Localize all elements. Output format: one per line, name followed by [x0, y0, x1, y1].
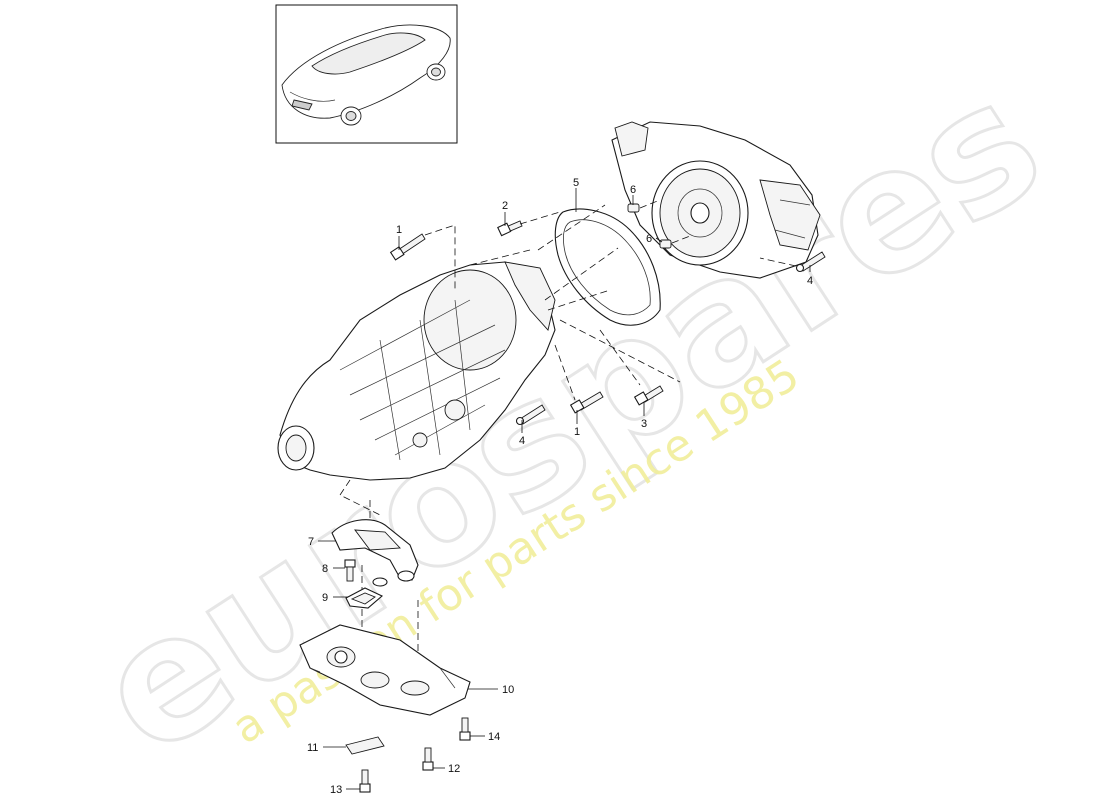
callout-8: 8	[322, 563, 328, 575]
bolt-2	[497, 220, 523, 237]
transmission-case	[277, 261, 556, 481]
callout-5: 5	[573, 177, 579, 189]
bolt-3	[633, 385, 664, 406]
bolt-1-lower	[569, 391, 604, 414]
callout-6-upper: 6	[630, 184, 636, 196]
callout-1-lower: 1	[574, 426, 580, 438]
callout-leaders	[318, 188, 811, 790]
clip	[345, 736, 385, 755]
callout-11: 11	[307, 742, 318, 754]
dowel-pin-upper	[627, 203, 640, 213]
assembly-lines	[339, 199, 797, 690]
callout-10: 10	[502, 684, 514, 696]
engine-flywheel	[611, 121, 821, 279]
bolt-1-upper	[389, 233, 426, 261]
bolt-4-right	[795, 251, 826, 273]
watermark-brand: eurospares	[64, 43, 1073, 794]
watermark: eurospares a passion for parts since 198…	[63, 41, 1075, 795]
gasket-plate	[554, 208, 661, 326]
bolt-8	[344, 559, 356, 582]
washer	[372, 577, 388, 587]
car-thumbnail	[275, 4, 458, 144]
bolt-13	[359, 769, 371, 793]
callout-labels: 1 2 5 6 6 4 4 1 3 7 8 9 10 11 12 13 14	[307, 177, 813, 796]
callout-7: 7	[308, 536, 314, 548]
rubber-mount	[345, 587, 384, 609]
callout-4-left: 4	[519, 435, 525, 447]
mount-bracket	[331, 519, 419, 582]
callout-2: 2	[502, 200, 508, 212]
bolt-12	[422, 747, 434, 771]
dowel-pin-lower	[659, 239, 672, 249]
callout-14: 14	[488, 731, 500, 743]
callout-4-right: 4	[807, 275, 813, 287]
bolt-14	[459, 717, 471, 741]
callout-1-upper: 1	[396, 224, 402, 236]
callout-13: 13	[330, 784, 342, 796]
car-thumbnail-icon	[281, 24, 451, 126]
callout-12: 12	[448, 763, 460, 775]
callout-9: 9	[322, 592, 328, 604]
crossmember	[299, 624, 471, 716]
callout-3: 3	[641, 418, 647, 430]
callout-6-lower: 6	[646, 233, 652, 245]
